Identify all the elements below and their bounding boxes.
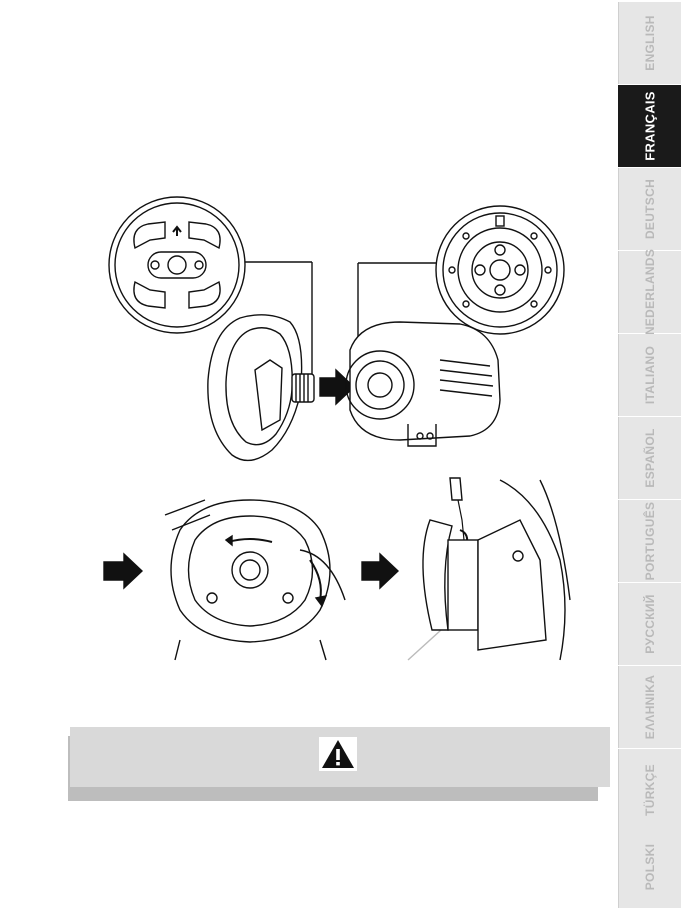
tab-portugues[interactable]: PORTUGUÊS [618,500,681,582]
tab-english[interactable]: ENGLISH [618,2,681,84]
tab-label: DEUTSCH [643,179,657,239]
tab-espanol[interactable]: ESPAÑOL [618,417,681,499]
tab-label: ΕΛΛΗΝΙΚΑ [643,675,657,739]
illustration-area [0,0,610,680]
tab-deutsch[interactable]: DEUTSCH [618,168,681,250]
tab-nederlands[interactable]: NEDERLANDS [618,251,681,333]
wheel-side-view [208,315,314,461]
tab-polski[interactable]: POLSKI [618,826,681,908]
wheel-hub-detail [109,197,245,333]
tab-greek[interactable]: ΕΛΛΗΝΙΚΑ [618,666,681,748]
tab-francais[interactable]: FRANÇAIS [618,85,681,167]
tab-italiano[interactable]: ITALIANO [618,334,681,416]
tab-turkce[interactable]: TÜRKÇE [618,749,681,831]
right-arrow-icon [104,554,142,588]
tab-label: PORTUGUÊS [643,502,657,581]
wheel-front-view [165,500,345,660]
language-tabs: ENGLISH FRANÇAIS DEUTSCH NEDERLANDS ITAL… [618,0,681,908]
tab-label: ITALIANO [643,346,657,404]
tab-label: FRANÇAIS [643,91,658,161]
tab-label: POLSKI [643,844,657,890]
warning-triangle-icon [319,737,357,771]
base-mount-detail [436,206,564,334]
wheel-base-view [346,322,500,446]
tab-label: ENGLISH [643,15,657,70]
tab-label: PУССКИЙ [643,594,657,653]
screw-tightening-view [408,478,570,660]
tab-label: ESPAÑOL [643,428,657,487]
right-arrow-icon [362,554,398,588]
tab-russian[interactable]: PУССКИЙ [618,583,681,665]
tab-label: TÜRKÇE [643,764,657,816]
tab-label: NEDERLANDS [643,249,657,335]
